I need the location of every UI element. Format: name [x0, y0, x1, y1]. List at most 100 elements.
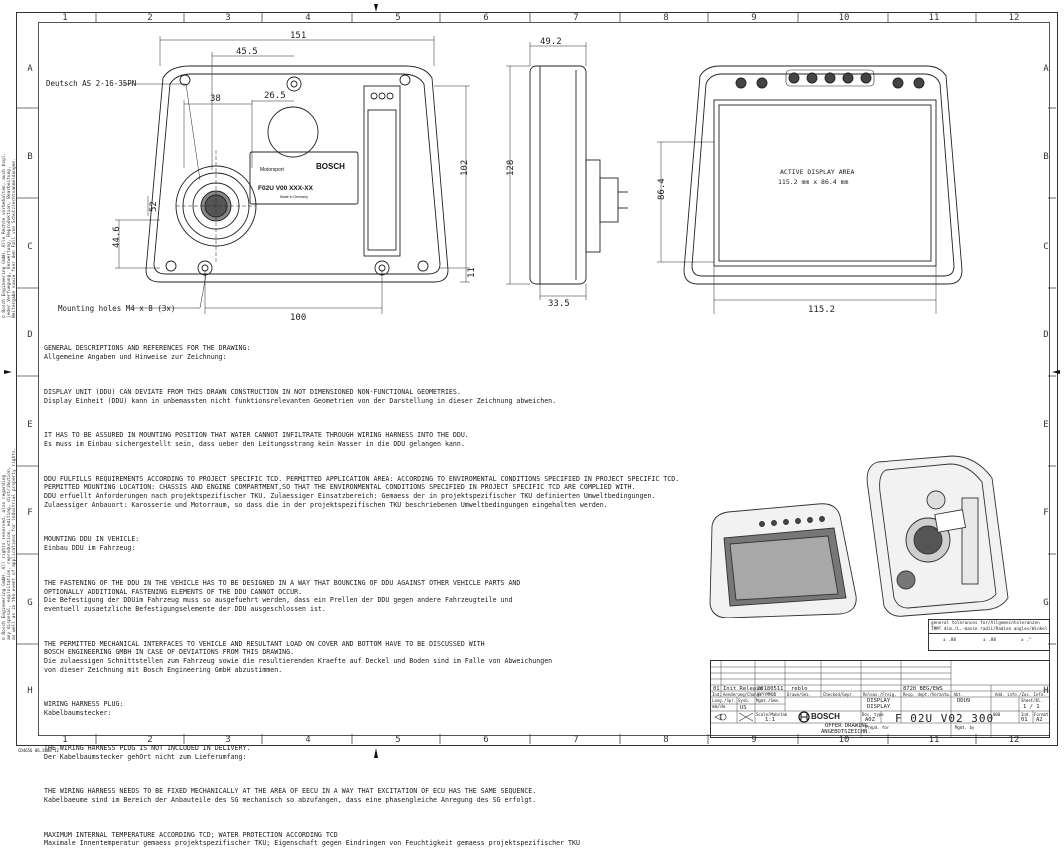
note-line: PERMITTED MOUNTING LOCATION: CHASSIS AND…: [44, 483, 636, 492]
tolerance-header: general tolerances for/Allgemeintoleranz…: [931, 621, 1040, 631]
note-line: DISPLAY UNIT (DDU) CAN DEVIATE FROM THIS…: [44, 387, 461, 396]
dim-38: 38: [210, 94, 221, 104]
title-block: 01 Init Release 20180511 reblo 8720 BEG/…: [710, 660, 1050, 738]
bosch-logo-icon: [798, 711, 810, 723]
note-line: THE WIRING HARNESS PLUG IS NOT INCLUDED …: [44, 743, 251, 752]
tolerance-columns: lin. dim./L.-masse radii/Radien angles/W…: [931, 627, 1048, 632]
format-value: A2: [1036, 717, 1043, 723]
copyright-line: as well as in the event of applications …: [12, 447, 17, 640]
row-letter: C: [1043, 242, 1049, 252]
note-block: MOUNTING DDU IN VEHICLE:Einbau DDU im Fa…: [44, 535, 724, 552]
column-number: 1: [62, 735, 68, 745]
column-number: 1: [62, 13, 68, 23]
note-line: Allgemeine Angaben und Hinweise zur Zeic…: [44, 353, 227, 362]
side-view-outline: [529, 65, 587, 285]
drawing-border: [38, 22, 1050, 736]
note-line: MOUNTING DDU IN VEHICLE:: [44, 535, 140, 544]
label-motorsport: Motorsport: [260, 167, 285, 173]
note-line: OPTIONALLY ADDITIONAL FASTENING ELEMENTS…: [44, 587, 303, 596]
column-number: 9: [751, 735, 757, 745]
note-line: WIRING HARNESS PLUG:: [44, 700, 124, 709]
note-block: THE WIRING HARNESS PLUG IS NOT INCLUDED …: [44, 744, 724, 761]
column-number: 7: [573, 735, 579, 745]
note-line: Es muss im Einbau sichergestellt sein, d…: [44, 439, 465, 448]
label-made-in: Made in Germany: [280, 195, 308, 199]
doc-type: A0Z: [865, 717, 875, 723]
management-label: Mgmt./Sem.: [756, 698, 781, 703]
system-value: US: [740, 705, 747, 711]
note-line: MAXIMUM INTERNAL TEMPERATURE ACCORDING T…: [44, 830, 338, 839]
row-letter: F: [27, 508, 33, 518]
isometric-views: [709, 455, 1009, 618]
dim-11: 11: [467, 267, 477, 278]
system-label: Sysb.: [738, 698, 751, 703]
column-number: 3: [225, 735, 231, 745]
column-number: 10: [838, 735, 850, 745]
header-drawn: Drawn/Gez.: [787, 692, 812, 697]
note-line: Einbau DDU im Fahrzeug:: [44, 544, 136, 553]
column-number: 4: [305, 13, 311, 23]
note-line: Die Befestigung der DDUim Fahrzeug muss …: [44, 596, 513, 605]
offer-drawing-de: ANGEBOTSZEICHN.: [821, 729, 871, 735]
front-view-outline: [683, 65, 963, 285]
revision-index: 01: [713, 686, 720, 692]
header-info: Add. info./Zus. Info.: [995, 692, 1046, 697]
note-line: Maximale Innentemperatur gemaess projekt…: [44, 839, 580, 848]
row-letter: A: [1043, 64, 1049, 74]
note-line: DDU erfuellt Anforderungen nach projekts…: [44, 492, 656, 501]
language-label: Lang./Spr.: [712, 698, 737, 703]
column-number: 3: [225, 13, 231, 23]
note-block: GENERAL DESCRIPTIONS AND REFERENCES FOR …: [44, 344, 724, 361]
note-line: THE FASTENING OF THE DDU IN THE VEHICLE …: [44, 578, 521, 587]
dim-33-5: 33.5: [548, 299, 570, 309]
row-letter: D: [27, 330, 33, 340]
brand-name: BOSCH: [811, 712, 840, 721]
row-letter: D: [1043, 330, 1049, 340]
general-notes: GENERAL DESCRIPTIONS AND REFERENCES FOR …: [44, 327, 724, 865]
note-block: IT HAS TO BE ASSURED IN MOUNTING POSITIO…: [44, 431, 724, 448]
dim-115-2: 115.2: [808, 305, 835, 315]
row-letter: G: [1043, 598, 1049, 608]
language-value: mm/de: [712, 705, 726, 710]
index-value: 01: [1021, 717, 1028, 723]
active-area-title: ACTIVE DISPLAY AREA: [780, 168, 854, 176]
sheet-label: Sheet/Bl.: [1021, 698, 1043, 703]
dim-52: 52: [149, 201, 159, 212]
title-block-grid: [711, 661, 1049, 737]
scale-label: Scale/Mabstab: [756, 712, 788, 717]
label-brand: BOSCH: [316, 162, 345, 171]
dim-26-5: 26.5: [264, 91, 286, 101]
connector-callout: Deutsch AS 2-16-35PN: [46, 79, 137, 88]
revision-author: reblo: [791, 686, 808, 692]
column-number: 6: [483, 735, 489, 745]
column-number: 6: [483, 13, 489, 23]
note-block: DISPLAY UNIT (DDU) CAN DEVIATE FROM THIS…: [44, 388, 724, 405]
note-line: Die zulaessigen Schnittstellen zum Fahrz…: [44, 657, 553, 666]
dim-128: 128: [506, 160, 516, 176]
header-index: Ind.: [712, 692, 722, 697]
dim-86-4: 86.4: [657, 178, 667, 200]
active-area-size: 115.2 mm x 86.4 mm: [778, 178, 849, 186]
column-number: 2: [147, 13, 153, 23]
managed-by: Mgmt. by: [955, 725, 975, 730]
doc-type-label: Doc. type: [862, 712, 884, 717]
note-line: GENERAL DESCRIPTIONS AND REFERENCES FOR …: [44, 344, 251, 353]
tolerance-angles: ± .°: [1021, 638, 1032, 643]
note-line: Kabelbaeume sind im Bereich der Anbautei…: [44, 795, 537, 804]
note-block: THE FASTENING OF THE DDU IN THE VEHICLE …: [44, 579, 724, 614]
note-line: BOSCH ENGINEERING GMBH IN CASE OF DEVIAT…: [44, 648, 295, 657]
row-letter: F: [1043, 508, 1049, 518]
note-line: Zulaessiger Anbauort: Karosserie und Mot…: [44, 500, 608, 509]
tolerance-box: general tolerances for/Allgemeintoleranz…: [928, 619, 1050, 651]
title-german: DISPLAY: [867, 704, 891, 710]
row-letter: B: [1043, 152, 1049, 162]
column-number: 5: [395, 735, 401, 745]
note-block: WIRING HARNESS PLUG:Kabelbaumstecker:: [44, 700, 724, 717]
header-change: Aenderung/Change: [723, 692, 762, 697]
note-line: Der Kabelbaumstecker gehOrt nicht zum Li…: [44, 752, 247, 761]
note-line: THE PERMITTED MECHANICAL INTERFACES TO V…: [44, 639, 485, 648]
column-number: 4: [305, 735, 311, 745]
dim-100: 100: [290, 313, 306, 323]
dim-102: 102: [460, 160, 470, 176]
header-date: YYYYMMDD: [757, 692, 777, 697]
